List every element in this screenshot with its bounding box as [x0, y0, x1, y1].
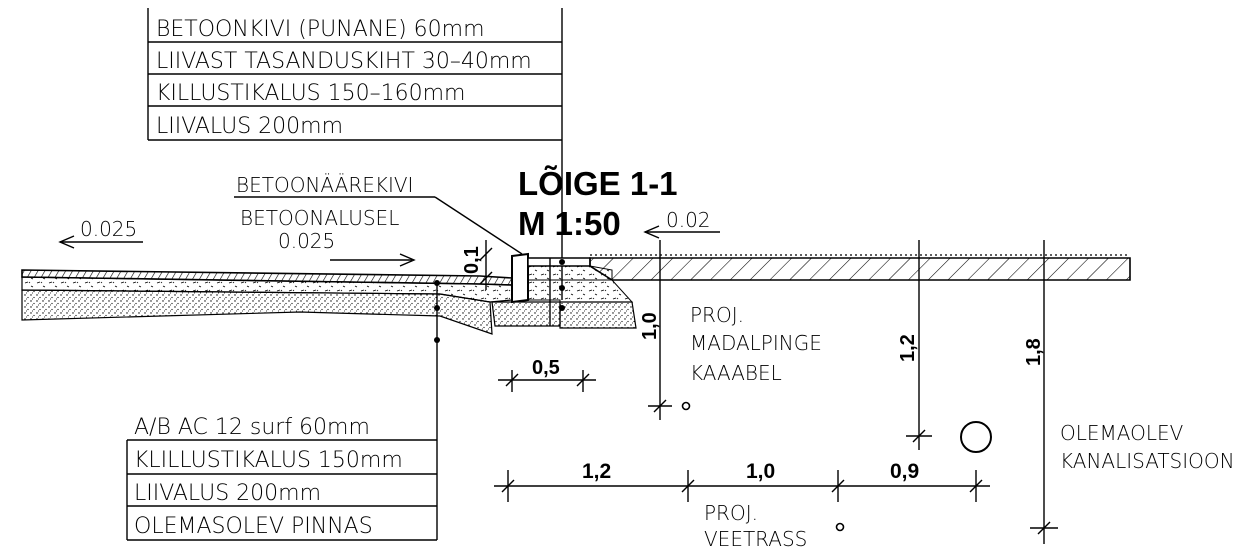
sidewalk-slope: 0.02 [643, 208, 720, 239]
cable-label: PROJ. MADALPINGE KAAABEL [690, 303, 822, 385]
curb-label-line1: BETOONÄÄREKIVI [236, 173, 413, 197]
horiz-tick-3 [831, 479, 845, 493]
horiz-value-2: 1,0 [746, 460, 775, 483]
cable-depth-tick [653, 399, 667, 413]
top-layer-4: LIIVALUS 200mm [156, 114, 343, 139]
sewer-depth-value: 1,8 [1023, 338, 1045, 366]
sewer-depth-dimension: 1,8 [1023, 240, 1058, 544]
sewer-label-line2: KANALISATSIOON [1060, 449, 1235, 473]
curb-height-dimension: 0,1 [461, 240, 493, 290]
sewer-pipe-symbol [960, 421, 992, 453]
water-label-line2: VEETRASS [704, 527, 807, 551]
cable-label-line1: PROJ. [690, 303, 744, 327]
curb-width-tick-1 [505, 373, 519, 387]
leader-dot-5 [559, 285, 565, 291]
road-slope-value: 0.025 [80, 217, 137, 241]
curb-label: BETOONÄÄREKIVI BETOONALUSEL 0.025 [234, 173, 523, 267]
water-depth-dimension: 1,2 [897, 240, 932, 450]
horizontal-dimension-chain: 1,2 1,0 0,9 [494, 460, 990, 502]
curb-width-value: 0,5 [532, 357, 560, 379]
road-slope: 0.025 [58, 217, 143, 249]
bottom-layer-4: OLEMASOLEV PINNAS [134, 514, 373, 539]
sidewalk-slope-arrowhead [643, 225, 660, 239]
sidewalk-sand-layer [559, 301, 637, 329]
curb-width-tick-2 [576, 373, 590, 387]
top-layer-3: KILLUSTIKALUS 150–160mm [156, 81, 465, 106]
sidewalk-structure [527, 257, 637, 329]
curb-slope-value: 0.025 [278, 229, 335, 253]
road-sand-layer [21, 289, 493, 335]
water-label: PROJ. VEETRASS [704, 501, 807, 551]
leader-dot-1 [434, 280, 440, 286]
horiz-tick-4 [969, 479, 983, 493]
cable-depth-value: 1,0 [639, 312, 661, 340]
curb-stone [511, 252, 529, 304]
curb-slope-arrowhead [399, 253, 416, 267]
horiz-value-1: 1,2 [582, 460, 611, 483]
bottom-layer-2: KLILLUSTIKALUS 150mm [134, 448, 403, 473]
curb-height-tick-2 [479, 271, 493, 285]
sidewalk-gravel-layer [527, 279, 634, 303]
road-structure [21, 269, 513, 335]
bottom-layer-table: A/B AC 12 surf 60mm KLILLUSTIKALUS 150mm… [126, 415, 438, 541]
water-depth-value: 1,2 [897, 334, 919, 362]
horiz-tick-1 [501, 479, 515, 493]
section-scale: M 1:50 [518, 205, 621, 242]
section-title: LÕIGE 1-1 [518, 165, 678, 202]
curb-label-leader [434, 196, 523, 255]
sidewalk-slope-value: 0.02 [666, 208, 711, 232]
top-layer-table: BETOONKIVI (PUNANE) 60mm LIIVAST TASANDU… [147, 8, 563, 300]
layer-leaders [434, 259, 565, 440]
cable-label-line2: MADALPINGE [690, 331, 822, 355]
cable-label-line3: KAAABEL [690, 361, 782, 385]
curb-height-tick-1 [479, 247, 493, 261]
existing-ground [589, 254, 1131, 281]
leader-dot-4 [559, 259, 565, 265]
horiz-tick-2 [681, 479, 695, 493]
curb-height-value: 0,1 [461, 246, 483, 274]
cable-symbol [681, 401, 691, 411]
sewer-depth-tick [1037, 521, 1051, 535]
bottom-layer-3: LIIVALUS 200mm [134, 481, 321, 506]
curb-label-line2: BETOONALUSEL [240, 206, 399, 230]
top-layer-1: BETOONKIVI (PUNANE) 60mm [156, 17, 485, 42]
water-label-line1: PROJ. [704, 501, 758, 525]
sewer-label-line1: OLEMAOLEV [1060, 421, 1184, 445]
water-pipe-symbol [835, 522, 845, 532]
road-slope-arrowhead [58, 235, 75, 249]
water-depth-tick [912, 429, 926, 443]
leader-dot-6 [559, 305, 565, 311]
cable-depth-dimension: 1,0 [639, 240, 672, 420]
curb [491, 252, 561, 327]
top-layer-2: LIIVAST TASANDUSKIHT 30–40mm [156, 49, 532, 74]
horiz-value-3: 0,9 [890, 460, 919, 483]
sewer-label: OLEMAOLEV KANALISATSIOON [1060, 421, 1235, 473]
bottom-layer-1: A/B AC 12 surf 60mm [134, 415, 370, 440]
leader-dot-3 [434, 337, 440, 343]
curb-width-dimension: 0,5 [498, 357, 596, 392]
ground-hatch [589, 257, 1131, 281]
leader-dot-2 [434, 305, 440, 311]
